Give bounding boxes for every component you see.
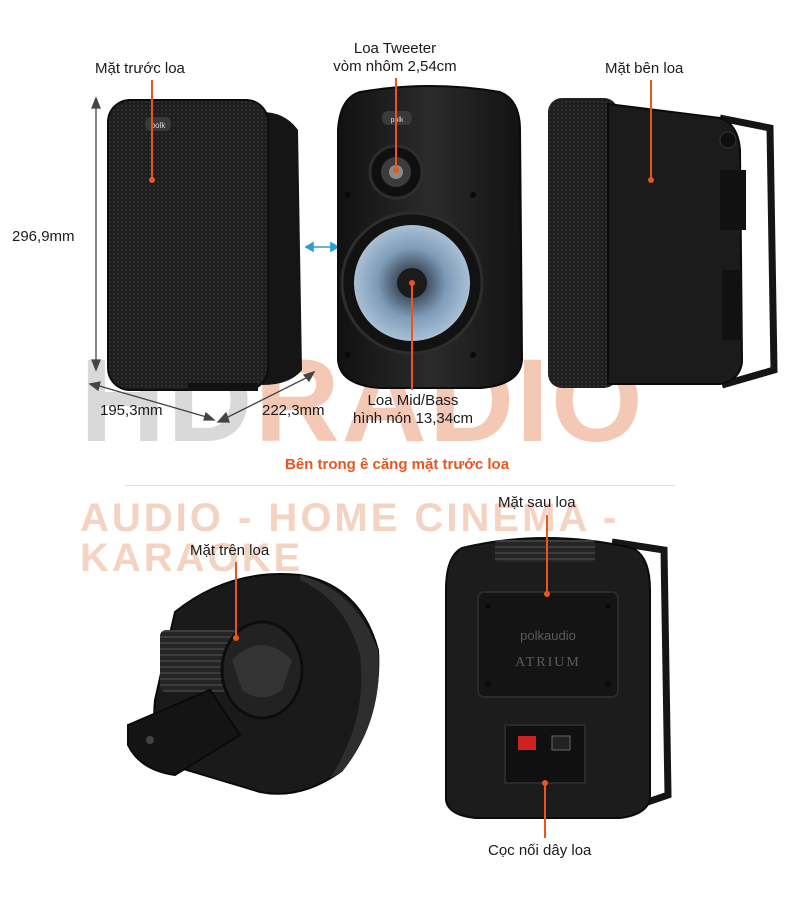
depth-label: 222,3mm [262,402,325,419]
speaker-no-grille: polk [337,85,524,389]
red-terminal [518,736,536,750]
mounting-bracket [719,114,778,389]
back-speaker: polkaudio ATRIUM [445,537,672,819]
tweeter-label-line1: Loa Tweeter [353,40,437,57]
bracket-arm [127,688,242,777]
midbass-label: Loa Mid/Bass hình nón 13,34cm [348,392,478,428]
side-speaker [548,98,778,389]
black-terminal [551,735,571,751]
midbass-label-line1: Loa Mid/Bass [367,392,459,409]
grille-arrow [304,241,340,253]
front-dot [149,177,155,183]
terminals-label: Cọc nối dây loa [488,842,592,859]
front-badge-text: polk [151,121,167,130]
grille-callout: Bên trong ê căng mặt trước loa [285,456,510,473]
front-speaker: polk [107,99,302,391]
tweeter-label-line2: vòm nhôm 2,54cm [333,58,457,75]
midbass-label-line2: hình nón 13,34cm [352,410,474,427]
side-label: Mặt bên loa [605,60,684,77]
back-logo-text: polkaudio [520,628,576,643]
top-label: Mặt trên loa [190,542,270,559]
tweeter-dot [393,167,399,173]
top-speaker [127,573,380,795]
back-label-plate [477,591,619,698]
back-label: Mặt sau loa [498,494,576,511]
width-label: 195,3mm [100,402,163,419]
terminal-dot [542,780,548,786]
height-label: 296,9mm [12,228,75,245]
terminal-plate [504,724,586,784]
section-divider [125,485,675,486]
side-dot [648,177,654,183]
tweeter-label: Loa Tweeter vòm nhôm 2,54cm [330,40,460,76]
dimension-lines [88,96,316,423]
back-dot [544,591,550,597]
top-dot [233,635,239,641]
front-label: Mặt trước loa [95,60,185,77]
back-model-text: ATRIUM [515,655,581,670]
woofer-dot [409,280,415,286]
driver-badge-text: polk [391,117,404,124]
